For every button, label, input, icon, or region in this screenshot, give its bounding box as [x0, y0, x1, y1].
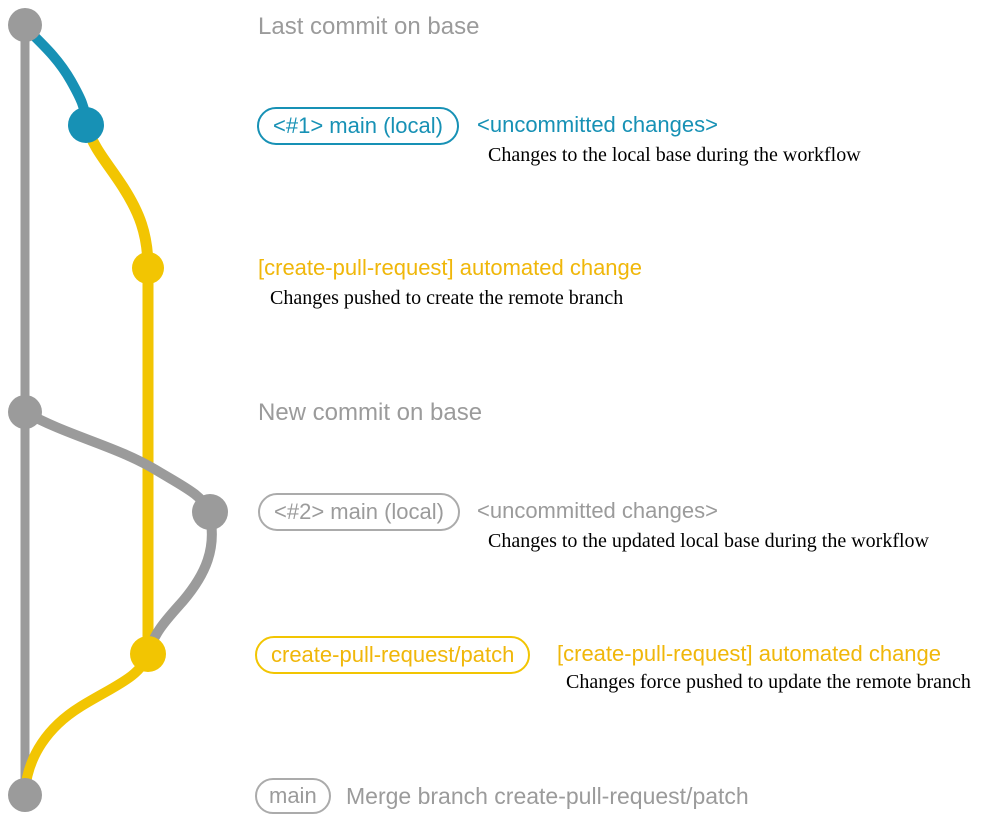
merge-message-label: Merge branch create-pull-request/patch	[346, 783, 749, 809]
commit-dot-main-local-1	[68, 107, 104, 143]
note-force-pushed: Changes force pushed to update the remot…	[566, 671, 971, 693]
commit-dot-new-base	[8, 395, 42, 429]
local-main-2-line-in	[143, 507, 217, 659]
uncommitted-changes-label-1: <uncommitted changes>	[477, 112, 718, 137]
commit-dot-merge	[8, 778, 42, 812]
badge-main: main	[255, 778, 331, 814]
commit-dot-main-local-2	[192, 494, 228, 530]
note-updated-local-base: Changes to the updated local base during…	[488, 530, 929, 552]
badge-main-local-2: <#2> main (local)	[258, 493, 460, 531]
badge-patch-branch: create-pull-request/patch	[255, 636, 531, 674]
last-commit-label: Last commit on base	[258, 13, 480, 40]
commit-dot-patch-branch	[130, 636, 166, 672]
note-local-base: Changes to the local base during the wor…	[488, 144, 861, 166]
commit-graph	[8, 8, 228, 812]
commit-dot-automated-change-1	[132, 252, 164, 284]
local-main-2-line-out	[20, 407, 214, 517]
commit-dot-last-base	[8, 8, 42, 42]
uncommitted-changes-label-2: <uncommitted changes>	[477, 498, 718, 523]
automated-change-label-1: [create-pull-request] automated change	[258, 255, 643, 280]
badge-main-local-1: <#1> main (local)	[257, 107, 459, 145]
automated-change-label-2: [create-pull-request] automated change	[557, 641, 942, 666]
note-pushed-create: Changes pushed to create the remote bran…	[270, 287, 624, 309]
new-commit-label: New commit on base	[258, 399, 483, 426]
merge-to-main-line	[20, 649, 153, 796]
patch-branch-line	[80, 119, 154, 660]
